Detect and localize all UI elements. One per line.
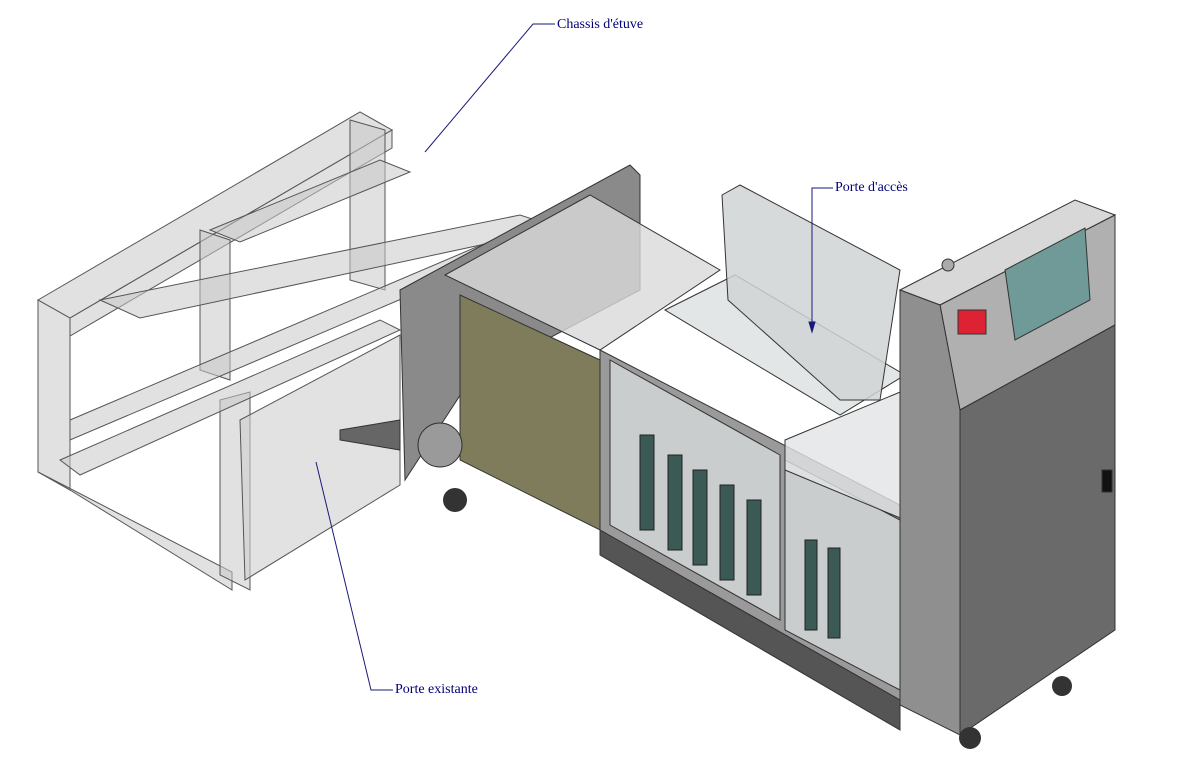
cabinet-handle (1101, 469, 1113, 493)
emergency-stop-button (957, 309, 987, 335)
leader-lines (315, 23, 833, 691)
label-access-door: Porte d'accès (835, 180, 908, 195)
control-cabinet (898, 199, 1117, 736)
leader-chassis (424, 23, 555, 153)
sample-tubes (639, 434, 841, 639)
hmi-screen (1004, 227, 1091, 341)
label-chassis: Chassis d'étuve (557, 17, 644, 32)
leader-existing-door (315, 461, 393, 691)
existing-door (239, 334, 401, 581)
indicator-lamp (941, 258, 955, 272)
leader-access-door (811, 187, 833, 330)
casters (417, 422, 1072, 749)
oven-chassis-frame (36, 111, 562, 591)
label-existing-door: Porte existante (395, 682, 478, 697)
